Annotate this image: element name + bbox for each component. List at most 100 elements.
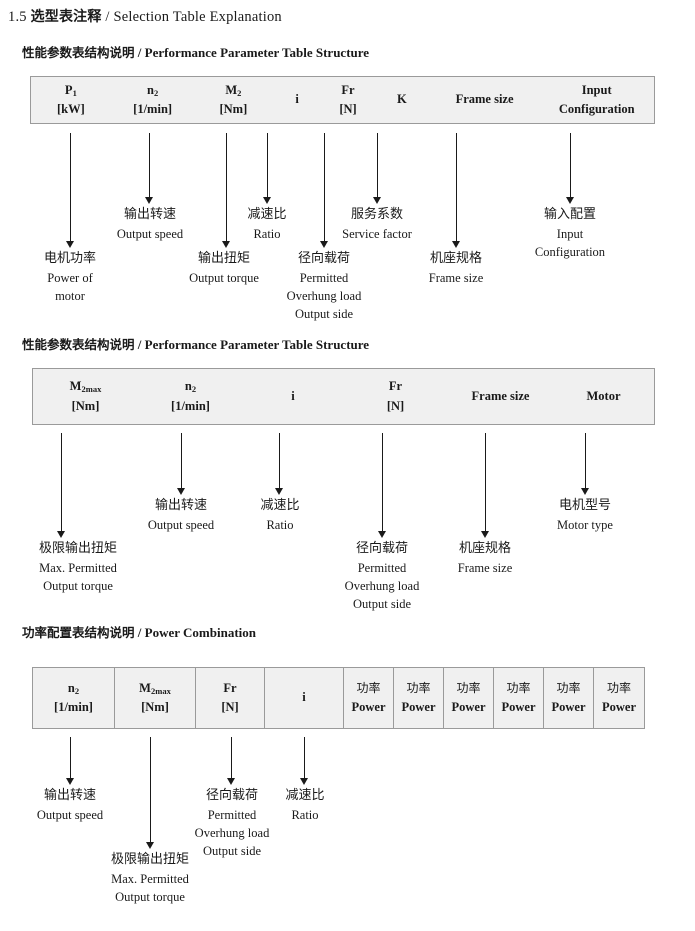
table3-col-power-5: 功率 Power [543, 668, 593, 728]
page-title-en: Selection Table Explanation [113, 9, 282, 25]
section-heading-1: 性能参数表结构说明 / Performance Parameter Table … [22, 42, 369, 61]
table3-col-power-1: 功率 Power [343, 668, 393, 728]
t3c0-sub: 2 [74, 685, 80, 696]
table3-col-i: i [264, 668, 343, 728]
performance-parameter-table-2: M2max [Nm] n2 [1/min] i Fr [N] Frame siz… [32, 368, 655, 425]
note-en: Output side [295, 307, 353, 322]
arrow-output-speed [145, 133, 154, 204]
t3c3-symbol: i [302, 690, 306, 705]
arrow-input-configuration [566, 133, 575, 204]
table3-col-power-3: 功率 Power [443, 668, 493, 728]
note-en: Output speed [36, 807, 104, 822]
t2c0-symbol: M [69, 379, 82, 394]
note-permitted-overhung-load-1: 径向载荷 Permitted Overhung load Output side [287, 250, 362, 323]
arrow-power-of-motor [66, 133, 75, 248]
t3c6-unit: Power [451, 699, 486, 714]
note-cn: 径向载荷 [205, 788, 259, 803]
note-output-speed-1: 输出转速 Output speed [117, 206, 183, 243]
table3-col-power-6: 功率 Power [593, 668, 644, 728]
power-combination-table: n2 [1/min] M2max [Nm] Fr [N] i 功率 Power … [32, 667, 645, 729]
t2c0-unit: [Nm] [71, 398, 100, 413]
note-cn: 电机功率 [43, 251, 97, 266]
t3c9-unit: Power [601, 699, 636, 714]
t3c7-cn: 功率 [506, 681, 531, 696]
t3c4-unit: Power [351, 699, 386, 714]
t1c7-symbol: Input [581, 82, 612, 97]
note-en: Output side [203, 844, 261, 859]
section-heading-2: 性能参数表结构说明 / Performance Parameter Table … [22, 334, 369, 353]
table2-col-i: i [243, 369, 343, 424]
t3c4-cn: 功率 [356, 681, 381, 696]
note-power-of-motor: 电机功率 Power of motor [44, 250, 96, 305]
t1c1-sub: 2 [153, 87, 159, 98]
note-en: Permitted [299, 270, 349, 285]
t1c1-symbol: n [147, 82, 154, 97]
note-en: motor [55, 288, 85, 303]
note-en: Frame size [428, 270, 484, 285]
t2c3-symbol: Fr [388, 379, 403, 394]
note-en: Output side [353, 597, 411, 612]
note-en: Overhung load [344, 578, 420, 593]
t3c5-unit: Power [401, 699, 436, 714]
arrow-permitted-overhung-load [320, 133, 329, 248]
note-cn: 服务系数 [350, 207, 404, 222]
t3c2-symbol: Fr [223, 680, 237, 695]
t2c5-symbol: Motor [586, 388, 621, 403]
table1-col-p1: P1 [kW] [31, 77, 111, 123]
section-heading-1-en: Performance Parameter Table Structure [144, 45, 370, 60]
t2c0-sub: 2max [81, 384, 102, 395]
note-cn: 径向载荷 [297, 251, 351, 266]
t2c3-unit: [N] [386, 398, 405, 413]
table1-col-frame-size: Frame size [430, 77, 540, 123]
table2-col-n2: n2 [1/min] [138, 369, 243, 424]
note-output-torque: 输出扭矩 Output torque [189, 250, 259, 287]
note-cn: 输出转速 [123, 207, 176, 222]
table3-col-power-2: 功率 Power [393, 668, 443, 728]
table1-col-fr: Fr [N] [322, 77, 374, 123]
note-en: Permitted [357, 560, 407, 575]
note-max-permitted-output-torque-3: 极限输出扭矩 Max. Permitted Output torque [111, 851, 189, 906]
t1c2-symbol: M [225, 82, 238, 97]
t1c1-unit: [1/min] [133, 102, 173, 116]
section-heading-1-cn: 性能参数表结构说明 [22, 45, 135, 60]
arrow-ratio [263, 133, 272, 204]
section-heading-3-sep: / [137, 625, 142, 640]
note-input-configuration: 输入配置 Input Configuration [535, 206, 605, 261]
t3c2-unit: [N] [221, 700, 239, 714]
t1c0-symbol: P [64, 82, 73, 97]
note-en: Output torque [189, 270, 259, 285]
table2-col-frame-size: Frame size [448, 369, 553, 424]
note-cn: 输入配置 [543, 207, 597, 222]
table2-col-motor: Motor [553, 369, 654, 424]
page-title-separator: / [105, 9, 110, 25]
note-cn: 减速比 [285, 788, 325, 803]
table1-col-n2: n2 [1/min] [111, 77, 195, 123]
note-ratio-1: 减速比 Ratio [247, 206, 286, 243]
t1c5-symbol: K [396, 92, 407, 107]
arrow-max-permitted-output-torque-3 [146, 737, 155, 849]
note-max-permitted-output-torque-2: 极限输出扭矩 Max. Permitted Output torque [39, 540, 117, 595]
section-heading-2-sep: / [137, 337, 142, 352]
table2-col-m2max: M2max [Nm] [33, 369, 138, 424]
t1c4-unit: [N] [339, 102, 357, 116]
t1c2-sub: 2 [237, 87, 242, 98]
arrow-output-speed-3 [66, 737, 75, 785]
note-en: Output torque [43, 578, 113, 593]
note-cn: 径向载荷 [355, 541, 409, 556]
t1c7-unit: Configuration [558, 102, 635, 116]
note-cn: 极限输出扭矩 [38, 541, 118, 556]
note-en: Frame size [457, 560, 513, 575]
t2c1-sub: 2 [191, 384, 197, 395]
t1c2-unit: [Nm] [219, 102, 248, 116]
note-en: Motor type [557, 517, 613, 532]
arrow-frame-size [452, 133, 461, 248]
note-cn: 输出转速 [43, 788, 96, 803]
note-permitted-overhung-load-2: 径向载荷 Permitted Overhung load Output side [345, 540, 420, 613]
t3c0-symbol: n [67, 680, 75, 695]
note-en: Output speed [116, 226, 184, 241]
table1-col-input-configuration: Input Configuration [539, 77, 654, 123]
t1c6-symbol: Frame size [455, 92, 514, 107]
note-cn: 减速比 [247, 207, 287, 222]
arrow-service-factor [373, 133, 382, 204]
t2c2-symbol: i [291, 388, 295, 403]
